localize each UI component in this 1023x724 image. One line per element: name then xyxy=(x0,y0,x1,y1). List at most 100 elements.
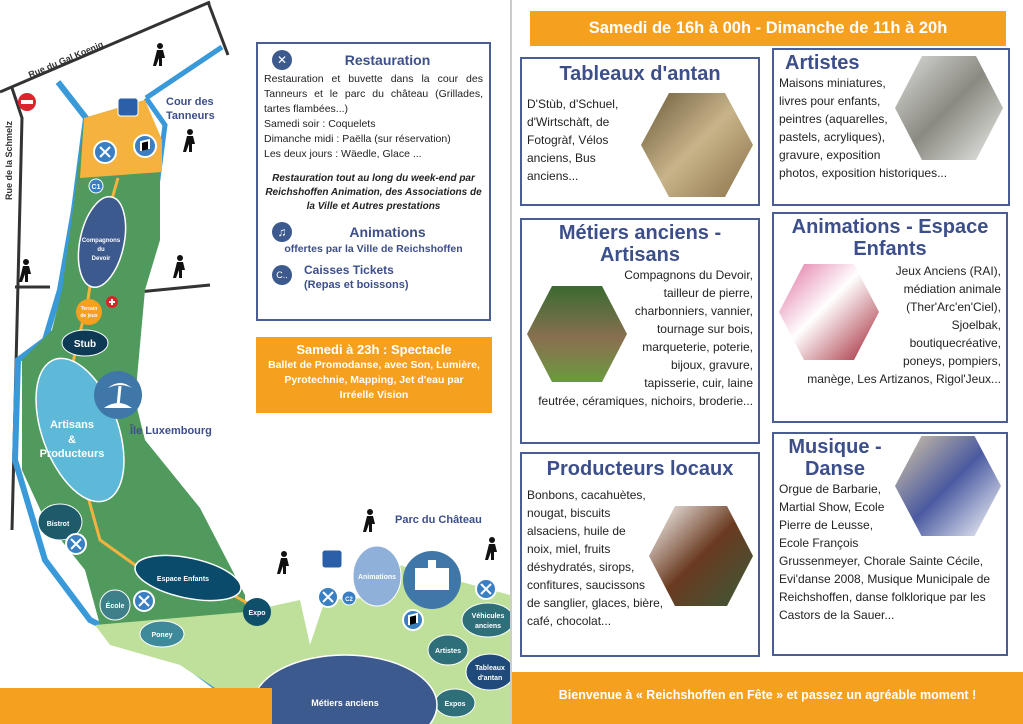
spot-expo: Expo xyxy=(243,598,271,626)
svg-text:Bistrot: Bistrot xyxy=(47,521,70,528)
toilets-icon xyxy=(321,549,343,569)
spot-tableaux: Tableaux d'antan xyxy=(465,653,510,691)
dimanche-text: Dimanche midi : Paëlla (sur réservation) xyxy=(264,133,451,145)
card-text: D'Stùb, d'Schuel, d'Wirtschàft, de Fotog… xyxy=(527,97,619,183)
svg-text:Véhicules: Véhicules xyxy=(472,613,505,620)
svg-text:Métiers anciens: Métiers anciens xyxy=(311,698,379,708)
spot-c1: C1 xyxy=(88,178,104,194)
card-text: Orgue de Barbarie, Martial Show, Ecole P… xyxy=(779,482,991,622)
restauration-title: Restauration xyxy=(344,51,431,68)
first-aid-icon xyxy=(106,296,118,308)
street-koenig: Rue du Gal Koenig xyxy=(27,39,105,80)
site-map: Rue du Gal Koenig Rue de la Schmelz Comp… xyxy=(0,0,510,724)
toilets-icon xyxy=(117,97,139,117)
label-parc-du-chateau: Parc du Château xyxy=(395,514,482,526)
no-entry-icon xyxy=(18,93,36,111)
svg-text:Expo: Expo xyxy=(248,610,265,617)
page-fold xyxy=(510,0,512,724)
spot-expos: Expos xyxy=(434,688,476,718)
card-text: Bonbons, cacahuètes, nougat, biscuits al… xyxy=(527,488,664,628)
spot-c2: C2 xyxy=(341,590,357,606)
svg-text:C2: C2 xyxy=(345,597,353,603)
svg-text:Poney: Poney xyxy=(151,632,172,639)
card-title: Métiers anciens - Artisans xyxy=(558,222,722,266)
caisses-sub: (Repas et boissons) xyxy=(304,279,409,291)
photo-animations xyxy=(779,264,879,360)
svg-text:Artisans: Artisans xyxy=(50,419,94,431)
music-icon xyxy=(402,609,424,631)
svg-text:anciens: anciens xyxy=(475,623,501,630)
card-producteurs: Producteurs locaux Bonbons, cacahuètes, … xyxy=(520,452,760,657)
svg-text:de jeux: de jeux xyxy=(80,313,97,319)
photo-tableaux xyxy=(641,93,753,197)
svg-text:Expos: Expos xyxy=(444,701,465,708)
card-metiers: Métiers anciens - Artisans Compagnons du… xyxy=(520,218,760,444)
photo-musique xyxy=(895,436,1001,536)
music-icon: ♫ xyxy=(272,222,292,242)
pedestrian-icons xyxy=(19,43,497,574)
card-title: Tableaux d'antan xyxy=(559,63,721,85)
restaurant-icon: ✕ xyxy=(272,50,292,70)
label-ile-luxembourg: Île Luxembourg xyxy=(130,425,212,437)
animations-title: Animations xyxy=(349,223,426,240)
card-text: Compagnons du Devoir, tailleur de pierre… xyxy=(538,268,753,408)
restaurant-icon xyxy=(65,533,87,555)
svg-text:du: du xyxy=(97,247,105,253)
card-artistes: Artistes Maisons miniatures, livres pour… xyxy=(772,48,1010,206)
spot-bistrot: Bistrot xyxy=(37,503,83,541)
svg-text:&: & xyxy=(68,434,76,446)
svg-text:Stub: Stub xyxy=(74,339,96,350)
svg-text:Producteurs: Producteurs xyxy=(40,448,105,460)
svg-text:Devoir: Devoir xyxy=(92,256,111,262)
card-title: Producteurs locaux xyxy=(546,458,734,480)
restaurant-icon xyxy=(317,586,339,608)
svg-text:d'antan: d'antan xyxy=(478,675,503,682)
card-title: Artistes xyxy=(785,52,860,74)
spectacle-box: Samedi à 23h : Spectacle Ballet de Promo… xyxy=(256,337,492,413)
label-cour-des-tanneurs: Cour des Tanneurs xyxy=(166,96,215,122)
street-schmelz: Rue de la Schmelz xyxy=(4,120,14,200)
restaurant-icon xyxy=(475,578,497,600)
svg-text:Espace Enfants: Espace Enfants xyxy=(157,576,209,583)
svg-text:Artistes: Artistes xyxy=(435,648,461,655)
caisses-icon: C.. xyxy=(272,265,292,285)
info-box: ✕ Restauration Restauration et buvette d… xyxy=(256,42,491,321)
spot-poney: Poney xyxy=(139,620,185,648)
schedule-banner: Samedi de 16h à 00h - Dimanche de 11h à … xyxy=(530,11,1006,46)
svg-text:École: École xyxy=(106,601,125,610)
spectacle-text: Ballet de Promodanse, avec Son, Lumière,… xyxy=(268,359,480,401)
card-text: Maisons miniatures, livres pour enfants,… xyxy=(779,76,948,180)
card-animations: Animations - Espace Enfants Jeux Anciens… xyxy=(772,212,1008,423)
restaurant-icon xyxy=(133,590,155,612)
spot-animations: Animations xyxy=(352,545,402,607)
restauration-text: Restauration et buvette dans la cour des… xyxy=(264,73,483,115)
castle-icon xyxy=(403,551,461,609)
restaurant-icon xyxy=(93,140,117,164)
svg-text:Compagnons: Compagnons xyxy=(82,238,121,244)
caisses-title: Caisses Tickets xyxy=(304,263,394,277)
card-musique: Musique - Danse Orgue de Barbarie, Marti… xyxy=(772,432,1008,656)
spot-vehicules: Véhicules anciens xyxy=(461,602,510,638)
svg-text:Terrain: Terrain xyxy=(81,306,98,312)
orange-strip xyxy=(0,688,272,724)
welcome-footer: Bienvenue à « Reichshoffen en Fête » et … xyxy=(512,672,1023,724)
restauration-note: Restauration tout au long du week-end pa… xyxy=(265,173,482,212)
deux-jours-text: Les deux jours : Wäedle, Glace ... xyxy=(264,148,422,160)
svg-text:Tableaux: Tableaux xyxy=(475,665,505,672)
svg-text:Animations: Animations xyxy=(358,574,396,581)
island-icon xyxy=(94,371,142,419)
music-icon xyxy=(133,134,157,158)
svg-text:C1: C1 xyxy=(92,184,101,191)
samedi-text: Samedi soir : Coquelets xyxy=(264,118,376,130)
card-text: Jeux Anciens (RAI), médiation animale (T… xyxy=(807,264,1001,386)
spot-stub: Stub xyxy=(61,329,109,357)
photo-metiers xyxy=(527,286,627,382)
spot-ecole: École xyxy=(99,589,131,621)
spectacle-title: Samedi à 23h : Spectacle xyxy=(296,342,452,357)
card-title: Animations - Espace Enfants xyxy=(791,216,989,260)
card-title: Musique - Danse xyxy=(788,436,882,480)
spot-artistes: Artistes xyxy=(427,634,469,666)
card-tableaux: Tableaux d'antan D'Stùb, d'Schuel, d'Wir… xyxy=(520,57,760,206)
